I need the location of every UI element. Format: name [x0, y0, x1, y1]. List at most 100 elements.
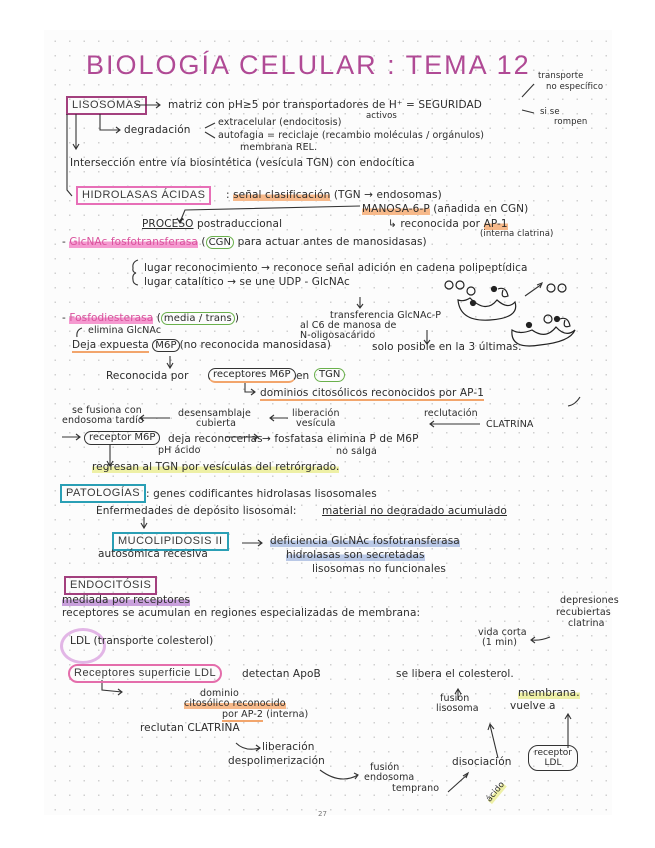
deja-line: Deja expuesta M6P(no reconocida manosida… — [72, 339, 331, 353]
receptores-acumulan: receptores se acumulan en regiones espec… — [62, 607, 421, 619]
ldl-short-label: LDL — [544, 758, 562, 768]
enzyme-diagram-2 — [511, 283, 576, 347]
ap2-label: por AP-2 — [222, 709, 264, 722]
receptor-m6p-circle: receptor M6P — [84, 431, 161, 445]
mediada-highlight: mediada por receptores — [62, 594, 191, 606]
dash: - — [62, 236, 66, 248]
membrana-rel-text: membrana REL. — [240, 142, 318, 153]
hidrolasas-secretadas: hidrolasas son secretadas — [286, 549, 425, 561]
vida-corta: vida corta — [478, 627, 527, 638]
senal-highlight: señal clasificación — [233, 189, 331, 201]
temprano-label: temprano — [392, 783, 440, 794]
postraduccional-label: postraduccional — [196, 218, 283, 230]
tgn-circle: TGN — [314, 368, 346, 382]
reclutan-clatrina: reclutan CLATRINA — [140, 722, 240, 734]
ldl-circle-highlight — [60, 628, 106, 664]
recubiertas: recubiertas — [556, 607, 611, 618]
bracket-degradacion — [204, 122, 216, 139]
material-text: material no degradado acumulado — [322, 505, 507, 517]
proceso-label: PROCESO — [142, 218, 194, 230]
ldl-text: LDL (transporte colesterol) — [70, 635, 214, 647]
solo-posible: solo posible en la 3 últimas. — [372, 341, 522, 353]
hidrolasas-sec-highlight: hidrolasas son secretadas — [286, 549, 425, 561]
interna-label: (interna) — [266, 709, 309, 720]
transporte-text: transporte — [538, 71, 584, 81]
vesicula: vesícula — [296, 418, 336, 429]
fosfodiesterasa-highlight: Fosfodiesterasa — [69, 312, 154, 324]
genes-text: : genes codificantes hidrolasas lisosoma… — [146, 488, 377, 500]
enfermedades-text: Enfermedades de depósito lisosomal: — [96, 505, 297, 517]
reconocida-label: reconocida por — [400, 218, 481, 230]
citosolico-highlight: citosólico reconocido — [184, 698, 286, 709]
se-libera: se libera el colesterol. — [396, 668, 514, 680]
dash: - — [62, 312, 66, 324]
vuelve-a: vuelve a — [510, 700, 556, 712]
no-salga: no salga — [336, 446, 377, 457]
liberacion-vesicula: liberación — [292, 408, 340, 419]
lisosomas-no-funcionales: lisosomas no funcionales — [312, 563, 446, 575]
membrana-label: membrana. — [518, 687, 580, 699]
reconocida-ap1: ↳ reconocida por AP-1 — [388, 218, 508, 230]
brace-lugar — [132, 259, 139, 286]
page-title: BIOLOGÍA CELULAR : TEMA 12 — [86, 50, 531, 80]
endosoma-label: endosoma — [364, 772, 415, 783]
dominios-citosolicos: dominios citosólicos reconocidos por AP-… — [260, 387, 485, 401]
fusion-endosoma: fusión — [370, 762, 400, 773]
citosolico-text: citosólico reconocido — [184, 698, 286, 710]
patologias-heading: PATOLOGÍAS — [60, 484, 147, 503]
fusion-label: fusión — [440, 693, 470, 704]
clatrina-text: CLATRINA — [486, 419, 534, 430]
si-se-text: si se — [540, 107, 560, 117]
deficiencia-highlight: deficiencia GlcNAc fosfotransferasa — [270, 535, 460, 547]
ph-acido: pH ácido — [158, 445, 201, 456]
glcnac-line: - GlcNAc fosfotransferasa (CGN para actu… — [62, 236, 427, 249]
mediada-receptores: mediada por receptores — [62, 594, 191, 606]
reclutacion: reclutación — [424, 408, 478, 419]
receptor-label: receptor — [534, 748, 572, 758]
extracelular-text: extracelular (endocitosis) — [218, 117, 342, 128]
regresan-highlight: regresan al TGN por vesículas del retrór… — [92, 461, 340, 473]
manosa-rest: (añadida en CGN) — [433, 203, 529, 215]
arrow-elimina — [76, 327, 83, 338]
regresan-text: regresan al TGN por vesículas del retrór… — [92, 461, 340, 473]
receptores-superficie-box: Receptores superficie LDL — [68, 664, 223, 683]
un-min: (1 min) — [482, 637, 518, 648]
dominio-text: dominio — [200, 688, 239, 699]
deja-rest: (no reconocida manosidasa) — [179, 339, 331, 351]
interseccion-text: Intersección entre vía biosintética (ves… — [70, 157, 415, 169]
liberacion-label: liberación — [262, 741, 315, 753]
autosomica-recesiva: autosómica recesiva — [98, 548, 208, 560]
en-text: en — [296, 370, 310, 382]
disociacion-label: disociación — [452, 756, 512, 768]
cgn-circle: CGN — [205, 236, 235, 249]
transferencia-text: transferencia GlcNAc-P — [330, 310, 442, 321]
deficiencia-text: deficiencia GlcNAc fosfotransferasa — [270, 535, 460, 547]
receptores-m6p-circle: receptores M6P — [208, 368, 296, 383]
manosa-line: MANOSA-6-P (añadida en CGN) — [362, 203, 528, 215]
reconocida-por: Reconocida por — [106, 370, 189, 382]
elimina-glcnac: elimina GlcNAc — [88, 325, 162, 336]
senal-clasificacion: : señal clasificación (TGN → endosomas) — [226, 189, 442, 201]
detectan-apob: detectan ApoB — [242, 668, 321, 680]
autofagia-text: autofagia = reciclaje (recambio molécula… — [218, 130, 485, 141]
por-ap2: por AP-2 (interna) — [222, 709, 309, 722]
material-no-degradado: material no degradado acumulado — [322, 505, 507, 517]
clatrina-label: clatrina — [568, 618, 605, 629]
arrow-proceso — [179, 205, 361, 223]
depresiones: depresiones — [560, 595, 619, 606]
lisosoma-label: lisosoma — [436, 703, 479, 714]
notebook-page — [44, 30, 612, 815]
hidrolasas-heading: HIDROLASAS ÁCIDAS — [76, 186, 212, 205]
interna-clatrina: (interna clatrina) — [480, 229, 554, 239]
desensamblaje: desensamblaje — [178, 408, 251, 419]
activos-text: activos — [366, 111, 397, 121]
lugar-catalitico: lugar catalítico → se une UDP - GlcNAc — [144, 276, 350, 288]
senal-rest: (TGN → endosomas) — [333, 189, 442, 201]
se-fusiona: se fusiona con — [72, 405, 142, 416]
arrow-degradacion — [99, 114, 120, 131]
dominios-text: dominios citosólicos reconocidos por AP-… — [260, 387, 485, 401]
deja-reconocerlas: deja reconocerlas — [168, 433, 263, 445]
endosoma-tardio: endosoma tardío — [62, 415, 144, 426]
